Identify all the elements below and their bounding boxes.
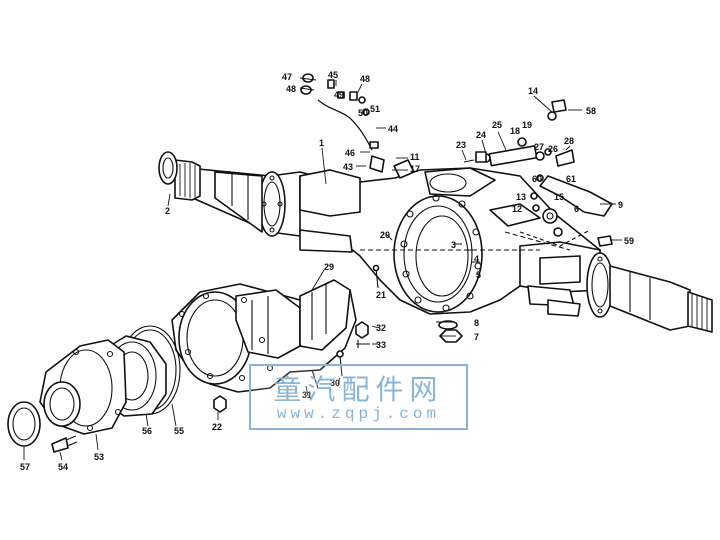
callout-17: 17 — [410, 164, 420, 174]
callout-27: 27 — [534, 142, 544, 152]
callout-32: 32 — [376, 323, 386, 333]
watermark-chinese-text: 童汽配件网 — [273, 373, 444, 406]
callout-48: 48 — [360, 74, 370, 84]
callout-6: 6 — [574, 204, 579, 214]
callout-51: 51 — [370, 104, 380, 114]
castle-nut — [158, 151, 178, 185]
callout-14: 14 — [528, 86, 538, 96]
callout-50: 50 — [358, 108, 368, 118]
callout-59: 59 — [624, 236, 634, 246]
callout-9: 9 — [618, 200, 623, 210]
watermark-url-text: www.zqpj.com — [276, 405, 441, 423]
callout-15: 15 — [554, 192, 564, 202]
callout-25: 25 — [492, 120, 502, 130]
callout-58: 58 — [586, 106, 596, 116]
callout-48-small: 48 — [286, 84, 296, 94]
callout-30: 30 — [330, 378, 340, 388]
callout-1: 1 — [319, 138, 324, 148]
callout-19: 19 — [522, 120, 532, 130]
callout-7: 7 — [474, 332, 479, 342]
callout-45: 45 — [328, 70, 338, 80]
callout-8: 8 — [474, 318, 479, 328]
callout-4: 4 — [474, 254, 479, 264]
callout-5: 5 — [476, 270, 481, 280]
callout-61: 61 — [566, 174, 576, 184]
callout-33: 33 — [376, 340, 386, 350]
callout-47: 47 — [282, 72, 292, 82]
callout-numbers: 1 2 3 4 5 6 7 8 9 11 12 13 14 15 17 18 1… — [20, 70, 634, 472]
callout-22: 22 — [212, 422, 222, 432]
watermark: 童汽配件网 www.zqpj.com — [249, 364, 468, 430]
callout-3: 3 — [451, 240, 456, 250]
callout-13: 13 — [516, 192, 526, 202]
callout-2: 2 — [165, 206, 170, 216]
outer-carrier — [39, 339, 127, 435]
callout-46: 46 — [345, 148, 355, 158]
callout-56: 56 — [142, 426, 152, 436]
callout-31: 31 — [302, 390, 312, 400]
callout-29: 29 — [324, 262, 334, 272]
callout-23: 23 — [456, 140, 466, 150]
callout-54: 54 — [58, 462, 68, 472]
callout-24: 24 — [476, 130, 486, 140]
callout-12: 12 — [512, 204, 522, 214]
axle-housing — [174, 159, 713, 333]
callout-20: 20 — [380, 230, 390, 240]
callout-53: 53 — [94, 452, 104, 462]
seal-ring — [7, 401, 41, 447]
callout-28: 28 — [564, 136, 574, 146]
callout-60: 60 — [532, 174, 542, 184]
callout-44: 44 — [388, 124, 398, 134]
callout-49: 49 — [334, 90, 344, 100]
callout-11: 11 — [410, 152, 420, 162]
callout-43: 43 — [343, 162, 353, 172]
bolt-54 — [51, 435, 78, 453]
callout-55: 55 — [174, 426, 184, 436]
callout-26: 26 — [548, 144, 558, 154]
breather-pipe — [300, 73, 415, 179]
callout-21: 21 — [376, 290, 386, 300]
callout-18: 18 — [510, 126, 520, 136]
diff-lock-mechanism — [475, 99, 613, 247]
leader-lines — [23, 77, 622, 461]
callout-57: 57 — [20, 462, 30, 472]
